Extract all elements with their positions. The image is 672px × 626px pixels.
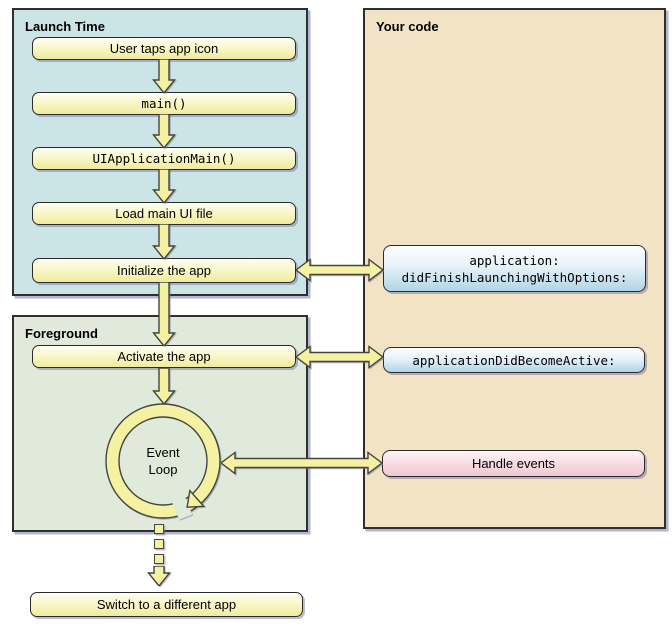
step-label: main() xyxy=(141,96,187,111)
step-main: main() xyxy=(32,92,296,115)
step-switch-to-different-app: Switch to a different app xyxy=(30,592,303,617)
your-code-panel-title: Your code xyxy=(376,19,439,34)
step-user-taps-app-icon: User taps app icon xyxy=(32,37,296,60)
step-activate-the-app: Activate the app xyxy=(32,345,296,368)
double-arrow-icon xyxy=(221,451,382,475)
step-initialize-the-app: Initialize the app xyxy=(32,258,296,283)
down-arrow-icon xyxy=(152,368,176,404)
callback-handle-events: Handle events xyxy=(382,450,645,477)
event-loop-line2: Loop xyxy=(148,462,178,477)
double-arrow-icon xyxy=(296,345,383,369)
down-arrow-icon xyxy=(152,59,176,93)
step-label: Initialize the app xyxy=(117,262,211,278)
event-loop-line1: Event xyxy=(146,445,180,460)
callback-did-become-active: applicationDidBecomeActive: xyxy=(383,347,645,373)
step-label: User taps app icon xyxy=(109,40,219,56)
step-label: UIApplicationMain() xyxy=(92,151,236,166)
dashed-arrow-head-icon xyxy=(147,566,171,586)
callback-did-finish-launching: application: didFinishLaunchingWithOptio… xyxy=(383,245,646,292)
callback-line1: application: xyxy=(469,252,560,268)
callback-line2: didFinishLaunchingWithOptions: xyxy=(401,269,628,285)
step-label: Switch to a different app xyxy=(96,596,237,612)
step-label: Activate the app xyxy=(117,348,211,364)
dashed-arrow-segment xyxy=(154,539,164,549)
event-loop-ring-icon xyxy=(105,403,221,520)
down-arrow-icon xyxy=(152,169,176,203)
callback-label: Handle events xyxy=(471,455,556,471)
down-arrow-icon xyxy=(152,114,176,148)
foreground-panel-title: Foreground xyxy=(25,326,98,341)
down-arrow-icon xyxy=(152,282,176,346)
callback-label: applicationDidBecomeActive: xyxy=(412,352,616,368)
step-label: Load main UI file xyxy=(115,205,213,221)
step-uiapplicationmain: UIApplicationMain() xyxy=(32,147,296,170)
launch-time-panel-title: Launch Time xyxy=(25,19,105,34)
double-arrow-icon xyxy=(296,258,383,282)
dashed-arrow-segment xyxy=(154,554,164,564)
event-loop-label: Event Loop xyxy=(113,444,213,478)
down-arrow-icon xyxy=(152,224,176,259)
step-load-main-ui-file: Load main UI file xyxy=(32,202,296,225)
dashed-arrow-segment xyxy=(154,524,164,534)
